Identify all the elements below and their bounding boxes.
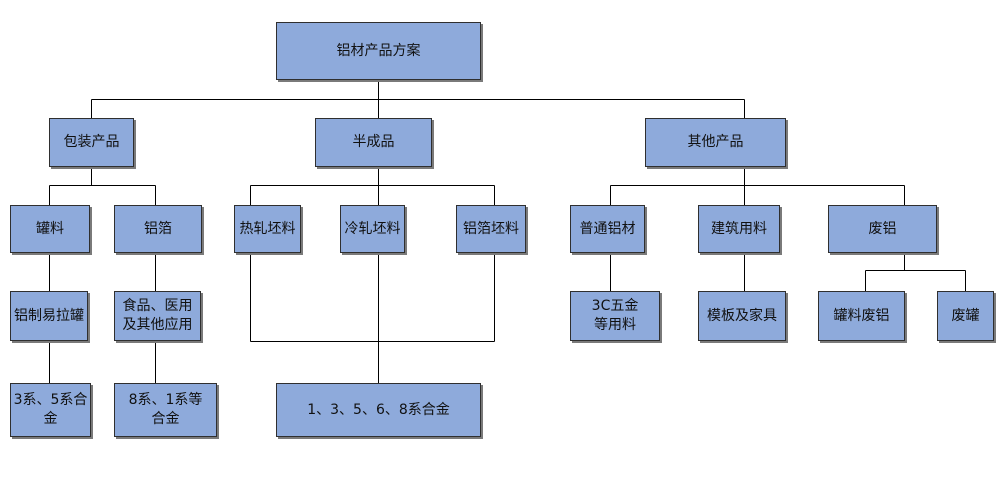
node-scrap-aluminum: 废铝 [828,205,937,253]
node-semi-finished: 半成品 [315,118,432,167]
node-construction-material: 建筑用料 [698,205,780,253]
node-general-aluminum: 普通铝材 [570,205,645,253]
node-3c-hardware-material: 3C五金等用料 [570,291,660,341]
node-food-medical-applications: 食品、医用及其他应用 [114,291,201,341]
node-other-products: 其他产品 [645,118,786,167]
node-foil-blank: 铝箔坯料 [456,205,526,253]
node-waste-cans: 废罐 [937,291,994,341]
node-series-1-3-5-6-8-alloy: 1、3、5、6、8系合金 [276,383,481,437]
node-cold-rolled-blank: 冷轧坯料 [340,205,405,253]
node-packaging-products: 包装产品 [49,118,134,167]
node-series-8-1-alloy: 8系、1系等合金 [114,383,217,437]
node-hot-rolled-blank: 热轧坯料 [234,205,301,253]
node-can-stock: 罐料 [10,205,90,253]
node-aluminum-product-plan: 铝材产品方案 [276,22,481,80]
node-formwork-furniture: 模板及家具 [698,291,786,341]
node-aluminum-foil: 铝箔 [114,205,202,253]
node-aluminum-pull-tab-can: 铝制易拉罐 [10,291,88,341]
node-series-3-5-alloy: 3系、5系合金 [10,383,91,437]
node-can-stock-scrap: 罐料废铝 [818,291,905,341]
